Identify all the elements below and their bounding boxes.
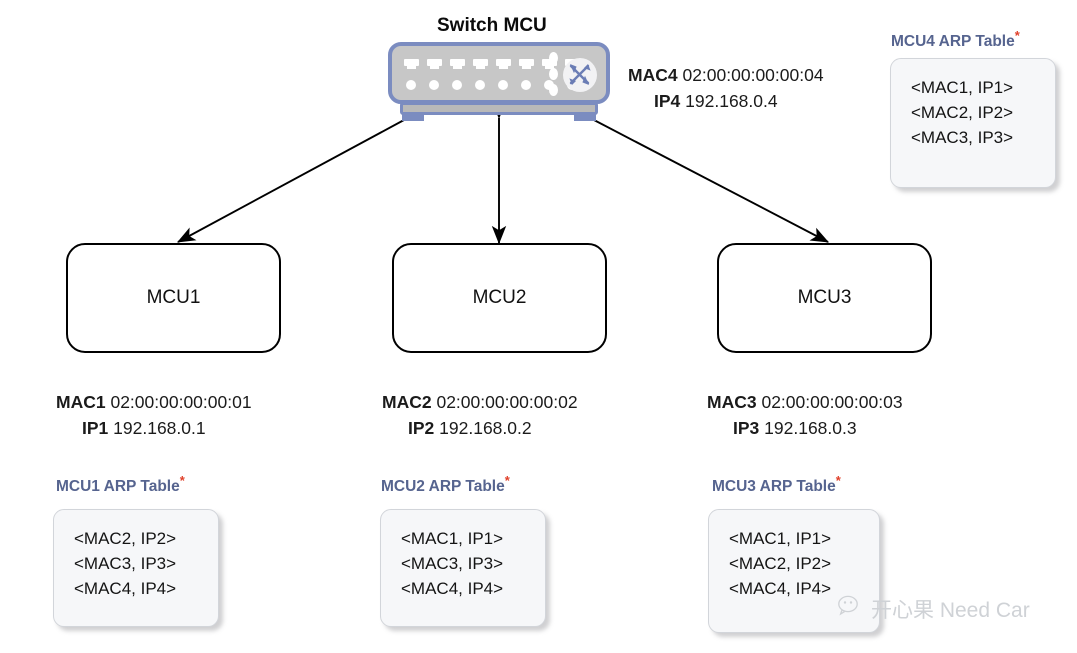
mcu1-ip-value: 192.168.0.1 <box>113 418 206 438</box>
mcu2-mac-value: 02:00:00:00:00:02 <box>436 392 578 412</box>
arp-entry: <MAC3, IP3> <box>74 554 177 573</box>
mcu1-arp-title: MCU1 ARP Table* <box>56 473 185 496</box>
switch-title: Switch MCU <box>437 15 547 36</box>
mcu1-address-block: MAC1 02:00:00:00:00:01 IP1 192.168.0.1 <box>56 389 252 441</box>
arp-entry: <MAC3, IP3> <box>401 554 504 573</box>
mcu2-mac-label: MAC2 <box>382 392 432 412</box>
mcu1-arp-title-text: MCU1 ARP Table <box>56 478 180 496</box>
mcu3-mac-label: MAC3 <box>707 392 757 412</box>
mcu3-arp-footnote-marker: * <box>835 473 841 488</box>
mcu2-ip-value: 192.168.0.2 <box>439 418 532 438</box>
mcu4-arp-footnote-marker: * <box>1014 28 1020 43</box>
switch-mac-value: 02:00:00:00:00:04 <box>682 65 824 85</box>
switch-crossing-arrows-icon <box>563 58 597 92</box>
mcu1-arp-footnote-marker: * <box>179 473 185 488</box>
mcu2-arp-title-text: MCU2 ARP Table <box>381 478 505 496</box>
mcu3-ip-value: 192.168.0.3 <box>764 418 857 438</box>
mcu1-mac-line: MAC1 02:00:00:00:00:01 <box>56 389 252 415</box>
mcu3-address-block: MAC3 02:00:00:00:00:03 IP3 192.168.0.3 <box>707 389 903 441</box>
switch-mac-line: MAC4 02:00:00:00:00:04 <box>628 62 824 88</box>
link-switch-mcu3 <box>575 105 830 243</box>
mcu1-arp-table[interactable]: <MAC2, IP2> <MAC3, IP3> <MAC4, IP4> <box>53 509 219 627</box>
arp-entry: <MAC1, IP1> <box>911 78 1014 97</box>
switch-ip-value: 192.168.0.4 <box>685 91 778 111</box>
mcu4-arp-table[interactable]: <MAC1, IP1> <MAC2, IP2> <MAC3, IP3> <box>890 58 1056 188</box>
network-switch-icon[interactable] <box>388 42 610 124</box>
switch-base <box>400 102 598 115</box>
switch-ip-label: IP4 <box>654 91 681 111</box>
mcu4-arp-title-text: MCU4 ARP Table <box>891 33 1015 51</box>
mcu2-arp-footnote-marker: * <box>504 473 510 488</box>
switch-chassis <box>388 42 610 104</box>
mcu1-ip-label: IP1 <box>82 418 109 438</box>
mcu2-ip-label: IP2 <box>408 418 435 438</box>
switch-ip-line: IP4 192.168.0.4 <box>628 88 824 114</box>
node-mcu1-label: MCU1 <box>146 287 201 308</box>
mcu1-mac-value: 02:00:00:00:00:01 <box>110 392 252 412</box>
node-mcu2-label: MCU2 <box>472 287 527 308</box>
switch-address-block: MAC4 02:00:00:00:00:04 IP4 192.168.0.4 <box>628 62 824 114</box>
mcu4-arp-title: MCU4 ARP Table* <box>891 28 1020 51</box>
node-mcu3[interactable]: MCU3 <box>717 243 932 353</box>
mcu2-address-block: MAC2 02:00:00:00:00:02 IP2 192.168.0.2 <box>382 389 578 441</box>
mcu1-mac-label: MAC1 <box>56 392 106 412</box>
switch-foot-left <box>402 114 424 121</box>
mcu3-ip-line: IP3 192.168.0.3 <box>707 415 903 441</box>
switch-foot-right <box>574 114 596 121</box>
mcu2-ip-line: IP2 192.168.0.2 <box>382 415 578 441</box>
mcu2-mac-line: MAC2 02:00:00:00:00:02 <box>382 389 578 415</box>
arp-entry: <MAC3, IP3> <box>911 128 1014 147</box>
mcu3-arp-title: MCU3 ARP Table* <box>712 473 841 496</box>
mcu3-mac-value: 02:00:00:00:00:03 <box>761 392 903 412</box>
switch-mac-label: MAC4 <box>628 65 678 85</box>
arp-entry: <MAC2, IP2> <box>911 103 1014 122</box>
arp-entry: <MAC4, IP4> <box>74 579 177 598</box>
arp-entry: <MAC4, IP4> <box>401 579 504 598</box>
arp-entry: <MAC4, IP4> <box>729 579 832 598</box>
arp-entry: <MAC1, IP1> <box>729 529 832 548</box>
node-mcu2[interactable]: MCU2 <box>392 243 607 353</box>
node-mcu3-label: MCU3 <box>797 287 852 308</box>
mcu3-mac-line: MAC3 02:00:00:00:00:03 <box>707 389 903 415</box>
link-switch-mcu1 <box>176 105 423 243</box>
mcu2-arp-title: MCU2 ARP Table* <box>381 473 510 496</box>
mcu1-ip-line: IP1 192.168.0.1 <box>56 415 252 441</box>
node-mcu1[interactable]: MCU1 <box>66 243 281 353</box>
arp-entry: <MAC1, IP1> <box>401 529 504 548</box>
mcu2-arp-table[interactable]: <MAC1, IP1> <MAC3, IP3> <MAC4, IP4> <box>380 509 546 627</box>
mcu3-arp-title-text: MCU3 ARP Table <box>712 478 836 496</box>
arp-entry: <MAC2, IP2> <box>74 529 177 548</box>
mcu3-ip-label: IP3 <box>733 418 760 438</box>
mcu3-arp-table[interactable]: <MAC1, IP1> <MAC2, IP2> <MAC4, IP4> <box>708 509 880 633</box>
arp-entry: <MAC2, IP2> <box>729 554 832 573</box>
